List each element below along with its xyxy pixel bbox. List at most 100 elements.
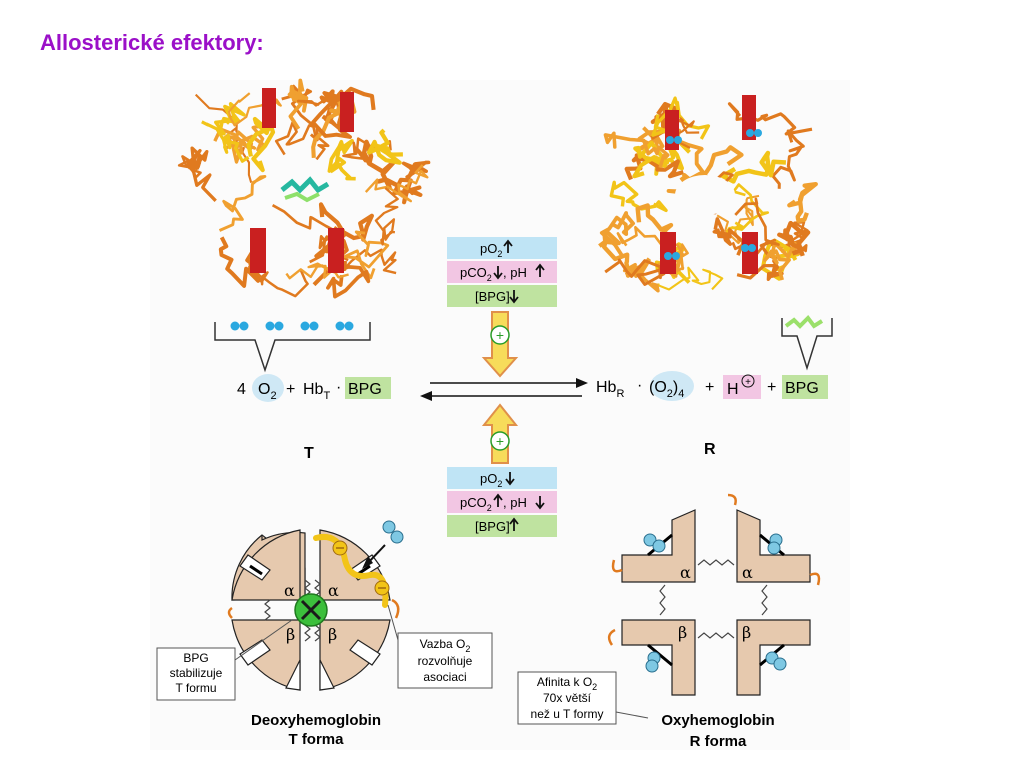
proton-label: H [727,381,739,398]
pco2-label: pCO [460,495,487,510]
po2-box [447,467,557,489]
pco2-label: pCO [460,265,487,280]
protein-backbone [246,116,276,173]
subunit-alpha-right [736,509,811,583]
svg-text:+: + [496,433,504,449]
oxy-form: R forma [690,733,747,750]
bpg-box [447,515,557,537]
protein-backbone [727,102,813,136]
protein-backbone [186,146,217,202]
oxygen-bracket [214,321,371,373]
svg-text:pO2: pO2 [480,241,502,259]
bound-oxygen [643,533,787,673]
subunit-beta-left [621,619,696,696]
r-state-structure [598,95,818,293]
protein-backbone [777,220,811,257]
protein-backbone [218,175,267,232]
bottom-conditions: pO2 pCO2 , pH [BPG] [447,467,557,537]
oxyhemoglobin-schematic [607,493,821,696]
bpg-left-label: BPG [348,381,382,398]
beta-label: β [742,623,751,642]
down-arrow-icon [493,266,503,280]
o2-highlight [252,374,284,402]
protein-backbone [720,150,787,184]
svg-text:T formu: T formu [175,681,216,695]
deoxy-name: Deoxyhemoglobin [251,712,381,729]
svg-text:HbR: HbR [596,379,624,400]
equilibrium-equation: 4 O2 + HbT · BPG HbR · (O2)4 + H + + BPG [237,371,828,402]
subunit-alpha-left [231,529,301,601]
heme-group [665,110,679,150]
down-arrow-icon [535,496,545,510]
svg-text:Vazba O2: Vazba O2 [420,637,471,654]
subunit-alpha-left [621,509,696,583]
protein-backbone [609,180,668,213]
protein-backbone [367,128,403,165]
protein-backbone [632,140,670,179]
beta-label: β [328,625,337,644]
svg-text:HbT: HbT [303,381,330,402]
svg-text:asociaci: asociaci [423,670,466,684]
oxygen-molecule [741,244,749,252]
beta-label: β [678,623,687,642]
bpg-bracket [781,314,833,371]
r-state-label: R [704,441,716,458]
alpha-label: α [680,563,691,582]
up-arrow-icon [509,517,519,531]
pco2-box [447,261,557,283]
callout-bpg: BPG stabilizuje T formu [156,619,293,701]
heme-group [262,88,276,128]
bpg-conc-label: [BPG] [475,289,510,304]
positive-charge-icon [741,374,755,388]
ph-label: , pH [503,265,527,280]
po2-label: pO [480,471,497,486]
slide-title: Allosterické efektory: [40,30,264,55]
svg-text:Afinita k O2: Afinita k O2 [537,675,597,692]
bpg-conc-label: [BPG] [475,519,510,534]
o2-4-label: (O [649,379,667,396]
coefficient: 4 [237,381,246,398]
svg-text:+: + [286,381,295,398]
hb-r-label: Hb [596,379,617,396]
up-arrow-icon [535,263,545,277]
svg-text:+: + [496,327,504,343]
svg-text:pCO2: pCO2 [460,265,492,283]
protein-backbone [374,187,399,246]
bpg-molecule [280,176,330,194]
bpg-box [447,285,557,307]
callout-o2-binding: Vazba O2 rozvolňuje asociaci [387,604,493,689]
oxy-name: Oxyhemoglobin [661,712,774,729]
bpg-highlight [782,375,828,399]
salt-bridge-chain [313,534,390,608]
po2-box [447,237,557,259]
oxygen-molecule [664,252,672,260]
ph-label: , pH [503,495,527,510]
heme-group [328,228,344,273]
protein-backbone [657,266,724,291]
t-state-label: T [304,445,314,462]
oxygen-molecule [666,136,674,144]
protein-backbone [771,129,805,189]
heme-group [742,232,758,274]
top-conditions: pO2 pCO2 , pH [BPG] [447,237,557,307]
o2-highlight [650,371,694,401]
protein-backbone [327,138,356,181]
bpg-highlight [345,377,391,399]
upward-effect-arrow: + [481,403,519,464]
svg-text:70x větší: 70x větší [543,691,592,705]
beta-label: β [286,625,295,644]
downward-effect-arrow: + [481,311,519,378]
svg-text:pO2: pO2 [480,471,502,489]
pco2-box [447,491,557,513]
protein-backbone [392,177,423,205]
deoxy-form: T forma [288,731,344,748]
heme-group [340,92,354,132]
svg-text:+: + [705,379,714,396]
alpha-label: α [284,581,295,600]
hb-t-label: Hb [303,381,324,398]
alpha-label: α [328,581,339,600]
protein-backbone [248,262,309,298]
svg-text:BPG: BPG [183,651,208,665]
protein-backbone [343,230,390,280]
